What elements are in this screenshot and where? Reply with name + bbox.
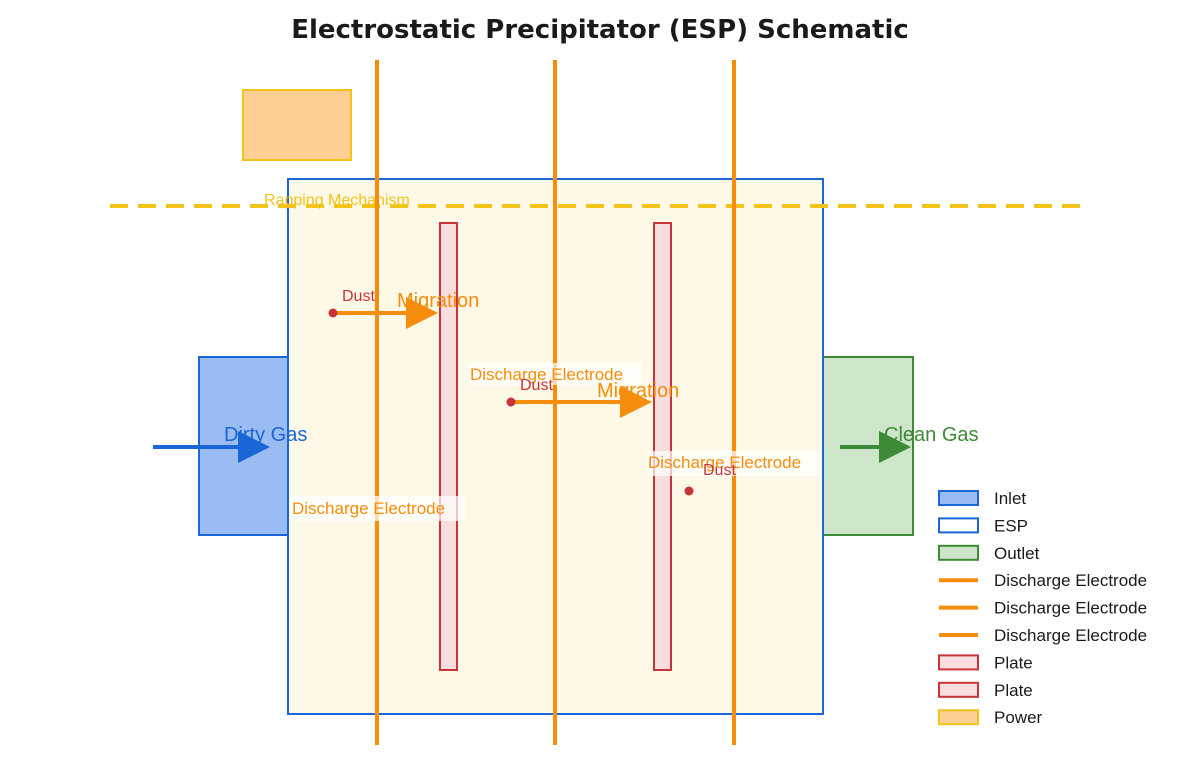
electrode-label-1: Discharge Electrode [292, 499, 445, 518]
power-supply-box [242, 89, 352, 161]
collecting-plate-2 [653, 222, 672, 671]
migration-label-2: Migration [597, 380, 679, 402]
legend-swatch [938, 681, 979, 698]
dust-particle-1 [328, 308, 338, 318]
legend-item: Inlet [938, 489, 1026, 508]
collecting-plate-1 [439, 222, 458, 671]
dust-particle-3 [684, 486, 694, 496]
legend-label: Discharge Electrode [994, 571, 1147, 590]
dust-label-1: Dust [342, 288, 375, 305]
electrode-label-3: Discharge Electrode [648, 453, 801, 472]
dust-label-2: Dust [520, 377, 553, 394]
dust-label-3: Dust [703, 462, 736, 479]
legend-item: Power [938, 708, 1043, 727]
diagram-title: Electrostatic Precipitator (ESP) Schemat… [291, 15, 909, 45]
dust-particle-2 [506, 397, 516, 407]
electrode-label-bg-3 [647, 451, 821, 476]
legend-item: Discharge Electrode [939, 599, 1147, 618]
legend-item: Outlet [938, 544, 1040, 563]
legend-item: Discharge Electrode [939, 626, 1147, 645]
legend-label: Discharge Electrode [994, 599, 1147, 618]
legend-item: Plate [938, 653, 1033, 672]
legend-item: Discharge Electrode [939, 571, 1147, 590]
rapping-mechanism-label: Rapping Mechanism [264, 192, 410, 209]
legend-item: Plate [938, 681, 1033, 700]
legend-label: Inlet [994, 489, 1026, 508]
clean-gas-label: Clean Gas [884, 424, 979, 446]
legend-swatch [938, 709, 979, 726]
legend-item: ESP [938, 516, 1028, 535]
legend-swatch [938, 517, 979, 534]
dirty-gas-label: Dirty Gas [224, 424, 307, 446]
legend-swatch [938, 490, 979, 506]
legend-swatch [938, 654, 979, 671]
legend-label: Plate [994, 681, 1033, 700]
legend-swatch [938, 544, 979, 561]
legend-label: ESP [994, 516, 1028, 535]
legend-label: Power [994, 708, 1043, 727]
electrode-label-bg-2 [469, 363, 642, 385]
electrode-label-bg-1 [290, 496, 465, 521]
electrode-label-2: Discharge Electrode [470, 365, 623, 384]
migration-label-1: Migration [397, 290, 479, 312]
legend-label: Plate [994, 653, 1033, 672]
legend-label: Outlet [994, 544, 1040, 563]
legend-label: Discharge Electrode [994, 626, 1147, 645]
